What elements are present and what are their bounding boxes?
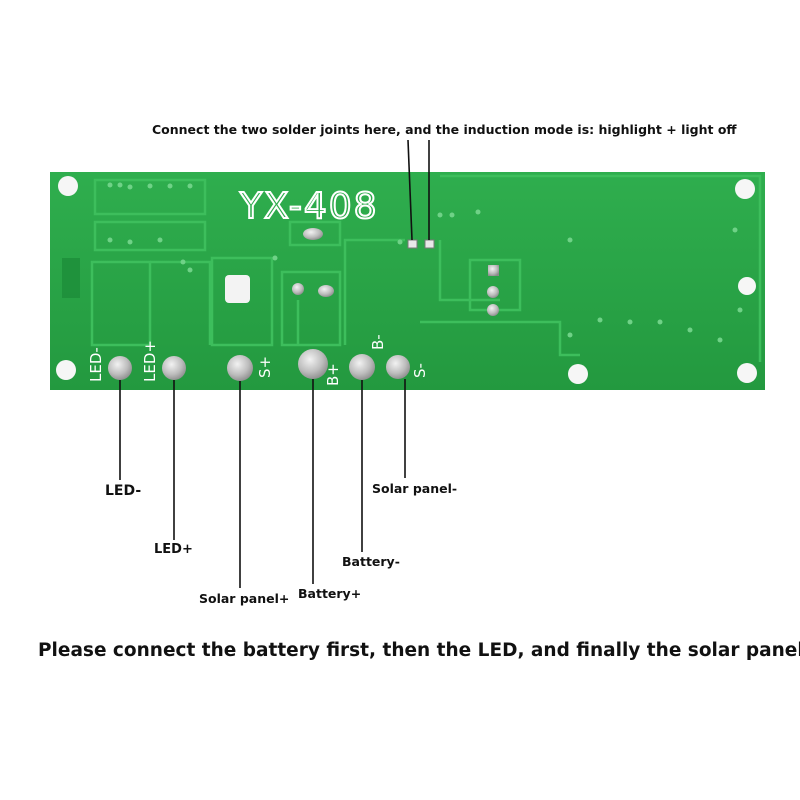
mount-hole-bottom-right — [737, 363, 757, 383]
pad-solar-neg — [386, 355, 410, 379]
smd-pad-round-a — [487, 286, 499, 298]
label-battery-neg: Battery- — [342, 554, 400, 569]
smd-pad-mid-b — [318, 285, 334, 297]
vias — [107, 182, 743, 343]
pad-led-pos — [162, 356, 186, 380]
label-led-neg: LED- — [105, 483, 142, 499]
label-solar-panel-neg: Solar panel- — [372, 481, 458, 496]
mount-hole-bottom-left — [56, 360, 76, 380]
label-battery-pos: Battery+ — [298, 586, 362, 601]
pcb-shadow-left — [62, 258, 80, 298]
callout-lines — [119, 139, 430, 588]
board-model-silk: YX-408 — [239, 186, 379, 227]
mount-hole-top-right — [735, 179, 755, 199]
mount-hole-right — [738, 277, 756, 295]
mount-hole-bottom-mid — [568, 364, 588, 384]
pcb-board — [50, 172, 765, 390]
label-solar-panel-pos: Solar panel+ — [199, 591, 290, 606]
label-led-pos: LED+ — [154, 542, 193, 557]
copper-traces — [90, 174, 762, 362]
pad-solar-pos — [227, 355, 253, 381]
mount-hole-top-left — [58, 176, 78, 196]
pad-bat-pos — [298, 349, 328, 379]
silk-bat-pos: B+ — [324, 363, 342, 386]
induction-mode-note: Connect the two solder joints here, and … — [152, 122, 737, 137]
silk-led-neg: LED- — [87, 347, 105, 382]
callout-line-top-left — [407, 139, 413, 241]
solder-joint-left — [407, 239, 418, 249]
silk-led-pos: LED+ — [141, 340, 159, 382]
pad-bat-neg — [349, 354, 375, 380]
silk-solar-pos: S+ — [256, 356, 274, 378]
smd-pad-top — [303, 228, 323, 240]
smd-pad-round-b — [487, 304, 499, 316]
solder-joint-right — [424, 239, 435, 249]
smd-pad-square — [488, 265, 499, 276]
silk-solar-neg: S- — [411, 363, 429, 378]
pad-led-neg — [108, 356, 132, 380]
connection-order-note: Please connect the battery first, then t… — [38, 640, 800, 661]
smd-pad-mid-a — [292, 283, 304, 295]
silk-bat-neg: B- — [369, 334, 387, 350]
pcb-slot — [225, 275, 250, 303]
